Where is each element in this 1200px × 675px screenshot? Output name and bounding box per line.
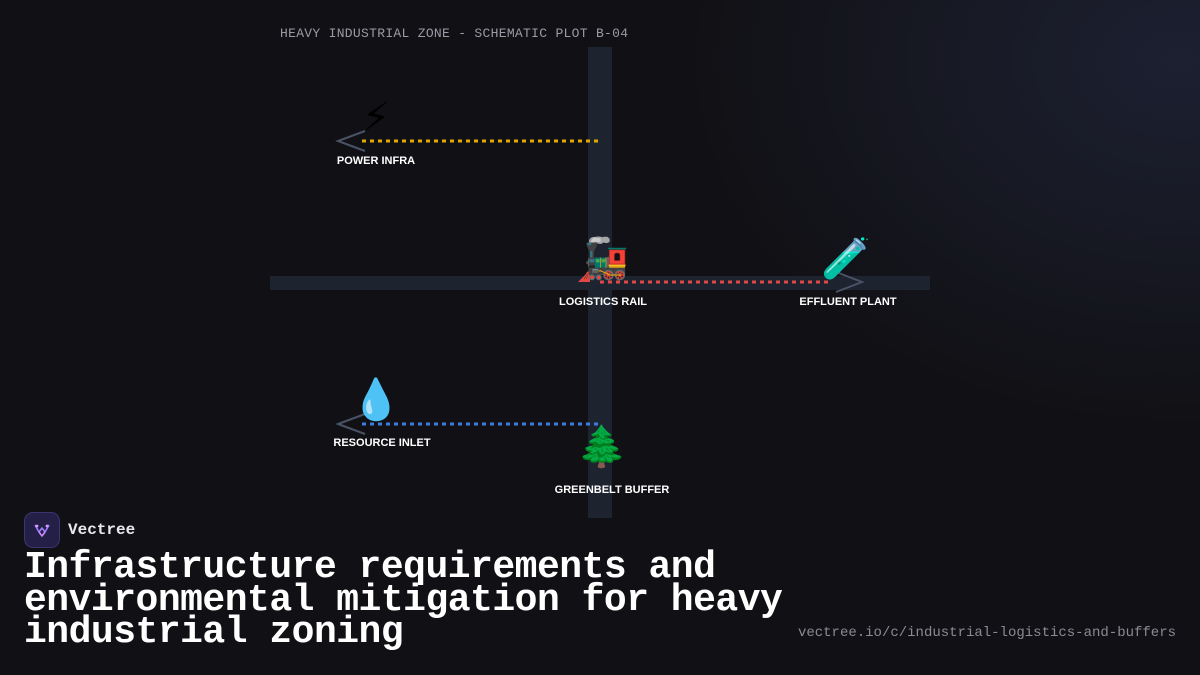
effluent-chevron-icon [835,271,865,293]
node-label-inlet: RESOURCE INLET [333,437,431,449]
brand: Vectree [24,512,135,548]
locomotive-icon: 🚂 [579,236,629,282]
evergreen-tree-icon: 🌲 [577,424,627,470]
source-url[interactable]: vectree.io/c/industrial-logistics-and-bu… [797,625,1176,641]
lightning-icon: ⚡ [361,95,391,141]
test-tube-icon: 🧪 [821,236,871,282]
node-label-power: POWER INFRA [336,155,416,167]
node-label-rail: LOGISTICS RAIL [559,296,647,308]
brand-name: Vectree [68,521,136,539]
power-chevron-icon [335,130,366,152]
node-label-effluent: EFFLUENT PLANT [799,296,897,308]
node-label-greenbelt: GREENBELT BUFFER [554,484,670,496]
droplet-icon: 💧 [351,377,401,423]
rail-arrow-icon [578,270,590,282]
vectree-logo-icon [24,512,60,548]
inlet-chevron-icon [335,413,366,435]
headline: Infrastructure requirements and environm… [24,546,783,654]
plot-title: HEAVY INDUSTRIAL ZONE - SCHEMATIC PLOT B… [280,26,629,41]
